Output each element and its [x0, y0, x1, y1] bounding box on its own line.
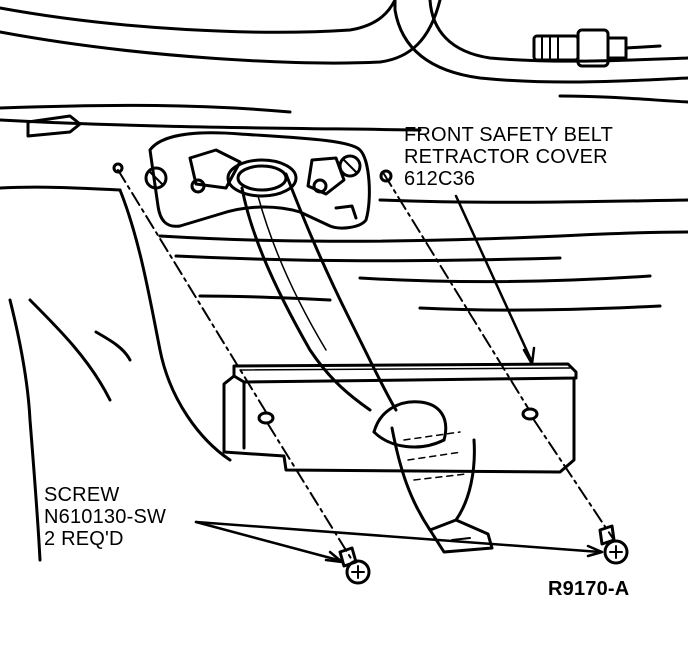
callout-line: FRONT SAFETY BELT [404, 124, 613, 146]
retractor-cover-callout: FRONT SAFETY BELT RETRACTOR COVER 612C36 [404, 124, 613, 190]
trim-slot [26, 114, 82, 138]
callout-line: N610130-SW [44, 506, 167, 528]
alignment-lines [117, 169, 615, 561]
callout-line: 612C36 [404, 168, 476, 190]
belt-webbing [226, 158, 398, 412]
retractor-cover-plate [222, 362, 578, 474]
figure-id: R9170-A [548, 578, 630, 600]
connector-plug [532, 28, 662, 68]
belt-guide [372, 400, 494, 554]
mount-hole [379, 169, 393, 183]
mount-hole [112, 162, 124, 174]
callout-line: SCREW [44, 484, 120, 506]
mounting-bracket [144, 131, 371, 230]
seat-side-contour [8, 188, 232, 562]
screw-callout: SCREW N610130-SW 2 REQ'D [44, 484, 166, 550]
upper-trim-contour [0, 0, 688, 132]
callout-line: RETRACTOR COVER [404, 146, 608, 168]
callout-line: 2 REQ'D [44, 528, 124, 550]
screw-icon [598, 524, 629, 565]
screw-icon [338, 546, 371, 585]
